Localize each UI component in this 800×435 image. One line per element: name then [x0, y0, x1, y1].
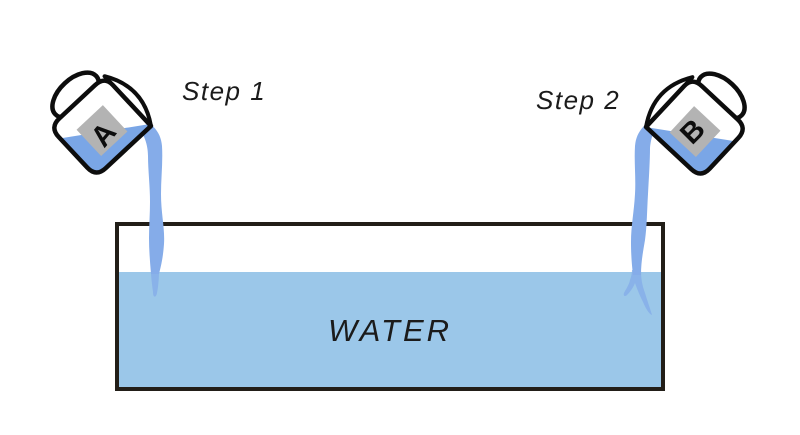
- stream-b-fall: [631, 120, 660, 275]
- stream-a-underwater-tail: [151, 271, 159, 297]
- cup-a-tag: [76, 105, 128, 157]
- cup-b-tag: [669, 106, 721, 158]
- tank-water: [119, 272, 661, 387]
- water-tank: WATER: [115, 222, 665, 391]
- cup-b-outline: [643, 79, 745, 176]
- stream-b: [623, 120, 660, 315]
- tank-border: [115, 222, 665, 391]
- stream-a-fall: [132, 120, 165, 274]
- cup-a-outline: [52, 78, 154, 175]
- stream-b-underwater-splash: [623, 270, 652, 315]
- step-2-label: Step 2: [536, 85, 620, 115]
- step-1-label: Step 1: [182, 76, 266, 106]
- stream-a: [132, 120, 165, 297]
- tank-water-label: WATER: [328, 313, 452, 348]
